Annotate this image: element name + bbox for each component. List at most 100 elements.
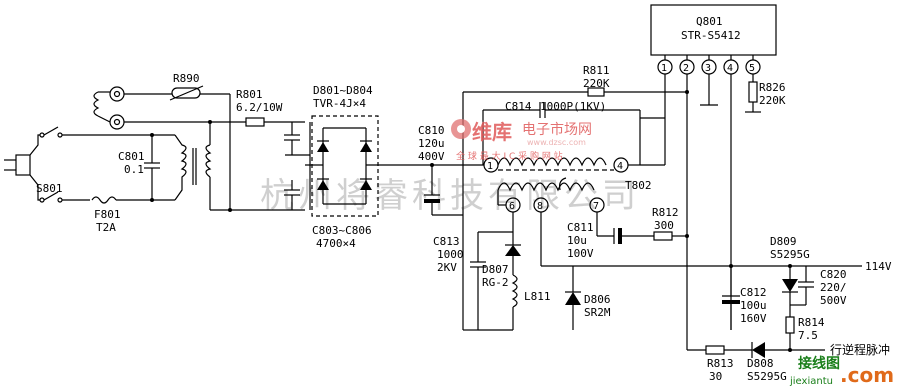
r890-label: R890: [173, 72, 200, 85]
c803-value: 4700×4: [316, 237, 356, 250]
c810-value-2: 400V: [418, 150, 445, 163]
d806-label: D806: [584, 293, 611, 306]
company-watermark: 杭州将睿科技有限公司: [260, 176, 640, 216]
c812-value-2: 160V: [740, 312, 767, 325]
degauss-socket-icon: [109, 86, 125, 130]
r801-value: 6.2/10W: [236, 101, 283, 114]
com-watermark: .com: [840, 363, 894, 386]
capacitor-c814: [483, 102, 641, 165]
d807-value: RG-2: [482, 276, 509, 289]
weiku-domain-watermark: www.dzsc.com: [527, 138, 586, 147]
q801-part: STR-S5412: [681, 29, 741, 42]
r826-label: R826: [759, 81, 786, 94]
c820-value-1: 220/: [820, 281, 847, 294]
resistor-r801: [245, 117, 265, 127]
d801-label: D801~D804: [313, 84, 373, 97]
thermistor-r890: [169, 85, 204, 101]
l811-label: L811: [524, 290, 551, 303]
c814-label: C814: [505, 100, 532, 113]
capacitor-c811: [613, 228, 622, 244]
c811-value-2: 100V: [567, 247, 594, 260]
ic-pin-4: 4: [727, 63, 733, 74]
c813-label: C813: [433, 235, 460, 248]
diode-d806: [565, 266, 581, 330]
c801-label: C801: [118, 150, 145, 163]
capacitor-c803: [284, 122, 300, 155]
diode-d809: [782, 266, 798, 317]
v114-label: 114V: [865, 260, 892, 273]
resistor-r814: [785, 316, 795, 334]
c820-label: C820: [820, 268, 847, 281]
r811-label: R811: [583, 64, 610, 77]
c803-label: C803~C806: [312, 224, 372, 237]
c810-value-1: 120u: [418, 137, 445, 150]
ic-pin-3: 3: [705, 63, 711, 74]
resistor-r812: [653, 231, 673, 241]
c814-value: 1000P(1KV): [540, 100, 606, 113]
capacitor-c810: [424, 165, 440, 215]
ac-plug-icon: [4, 134, 40, 201]
power-switch: [39, 126, 100, 203]
d801-value: TVR-4J×4: [313, 97, 366, 110]
t802-pin-1: 1: [487, 161, 493, 172]
ic-pin-2: 2: [683, 63, 689, 74]
d808-value: S5295G: [747, 370, 787, 383]
r813-value: 30: [709, 370, 722, 383]
c812-label: C812: [740, 286, 767, 299]
c813-value-2: 2KV: [437, 261, 457, 274]
d807-label: D807: [482, 263, 509, 276]
t802-pin-4: 4: [617, 161, 623, 172]
c811-value-1: 10u: [567, 234, 587, 247]
diode-d807: [505, 232, 521, 275]
r813-label: R813: [707, 357, 734, 370]
t802-pin-6: 6: [509, 201, 515, 212]
r814-value: 7.5: [798, 329, 818, 342]
c810-label: C810: [418, 124, 445, 137]
t802-pin-7: 7: [593, 201, 599, 212]
jiexiantu-url-watermark: jiexiantu: [789, 376, 833, 386]
capacitor-c820: [790, 266, 814, 306]
r801-label: R801: [236, 88, 263, 101]
d809-value: S5295G: [770, 248, 810, 261]
resistor-r813: [705, 345, 725, 355]
resistor-r826: [748, 81, 758, 103]
t802-pin-8: 8: [537, 201, 543, 212]
degauss-coil-icon: [93, 91, 111, 123]
jiexiantu-watermark: 接线图: [798, 355, 840, 372]
r826-value: 220K: [759, 94, 786, 107]
d809-label: D809: [770, 235, 797, 248]
capacitor-c813: [470, 232, 486, 330]
c813-value-1: 1000: [437, 248, 464, 261]
weiku-logo-icon: [451, 119, 471, 139]
c801-value: 0.1: [124, 163, 144, 176]
f801-value: T2A: [96, 221, 116, 234]
c811-label: C811: [567, 221, 594, 234]
transformer-t802: [497, 157, 614, 192]
weiku-slogan-watermark: 全 球 最 大 I C 采 购 网 站: [456, 150, 563, 162]
ic-q801: [650, 4, 777, 56]
flyback-pulse-label: 行逆程脉冲: [830, 342, 890, 357]
q801-ref: Q801: [696, 15, 723, 28]
fuse-f801: [91, 196, 175, 204]
weiku-brand-watermark: 维库: [472, 120, 512, 144]
r812-label: R812: [652, 206, 679, 219]
ic-pin-1: 1: [661, 63, 667, 74]
capacitor-c801: [144, 162, 160, 169]
s801-label: S801: [36, 182, 63, 195]
ic-pin-5: 5: [749, 63, 755, 74]
line-filter-choke: [174, 122, 212, 210]
weiku-sub-watermark: 电子市场网: [522, 121, 592, 138]
r811-value: 220K: [583, 77, 610, 90]
inductor-l811: [511, 274, 518, 330]
d806-value: SR2M: [584, 306, 611, 319]
d808-label: D808: [747, 357, 774, 370]
r814-label: R814: [798, 316, 825, 329]
c812-value-1: 100u: [740, 299, 767, 312]
capacitor-c805: [284, 180, 300, 210]
diode-d808: [751, 342, 825, 358]
f801-label: F801: [94, 208, 121, 221]
r812-value: 300: [654, 219, 674, 232]
c820-value-2: 500V: [820, 294, 847, 307]
bridge-rectifier: [305, 115, 420, 217]
